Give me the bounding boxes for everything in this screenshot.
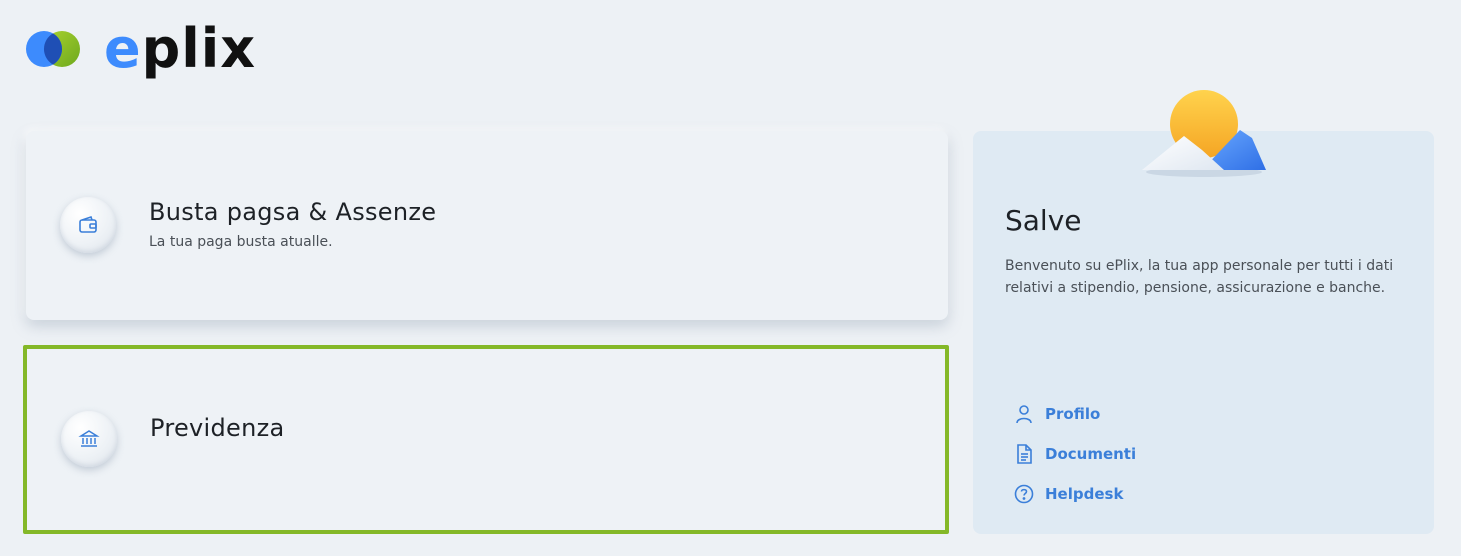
card-title: Busta pagsa & Assenze xyxy=(149,198,437,226)
welcome-text: Benvenuto su ePlix, la tua app personale… xyxy=(1005,258,1394,296)
payslip-absences-card[interactable]: Busta pagsa & Assenze La tua paga busta … xyxy=(26,131,948,320)
profile-link[interactable]: Profilo xyxy=(1013,394,1136,434)
logo-wordmark: eplix xyxy=(104,17,257,80)
sun-mountain-illustration-icon xyxy=(1140,88,1268,178)
wallet-icon xyxy=(60,197,116,253)
quick-links: Profilo Documenti xyxy=(1013,394,1136,514)
card-subtitle: La tua paga busta atualle. xyxy=(149,234,333,250)
help-icon xyxy=(1013,483,1035,505)
bank-icon xyxy=(61,411,117,467)
helpdesk-link-label: Helpdesk xyxy=(1045,485,1124,503)
welcome-title: Salve xyxy=(1005,204,1082,237)
welcome-panel: Salve Benvenuto su ePlix, la tua app per… xyxy=(973,131,1434,534)
helpdesk-link[interactable]: Helpdesk xyxy=(1013,474,1136,514)
document-icon xyxy=(1013,443,1035,465)
logo[interactable]: eplix xyxy=(26,22,256,76)
pension-card[interactable]: Previdenza xyxy=(23,345,949,534)
documents-link[interactable]: Documenti xyxy=(1013,434,1136,474)
user-icon xyxy=(1013,403,1035,425)
profile-link-label: Profilo xyxy=(1045,405,1101,423)
documents-link-label: Documenti xyxy=(1045,445,1137,463)
logo-mark-icon xyxy=(26,27,82,71)
card-title: Previdenza xyxy=(150,414,285,442)
